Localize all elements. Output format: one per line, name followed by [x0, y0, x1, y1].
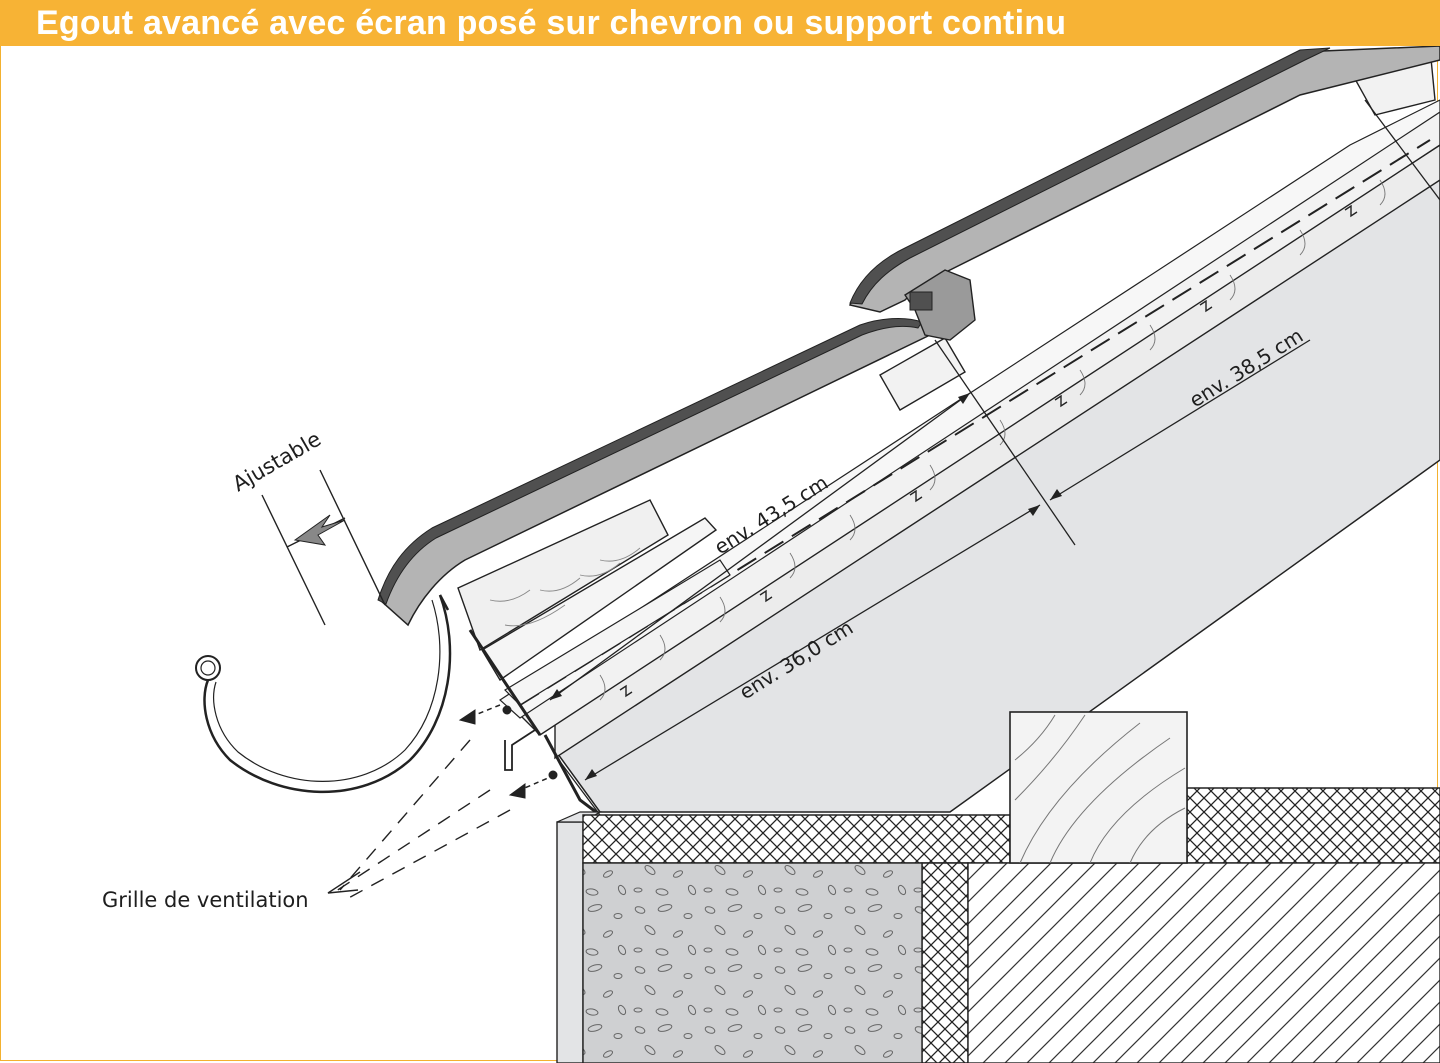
- tile-batten: [879, 337, 966, 411]
- insulation-band-top: [582, 814, 1011, 864]
- insulation-band-right: [1186, 787, 1440, 864]
- dimension-lines: [549, 99, 1440, 816]
- insulation-vertical: [921, 862, 969, 1063]
- ventilation-grille-label: Grille de ventilation: [102, 888, 309, 912]
- grille-leader-arrow: [327, 871, 361, 894]
- adjustable-dimension: [261, 469, 386, 626]
- tongue-notches: [619, 204, 1358, 698]
- brick-wall: [967, 862, 1440, 1063]
- tile-hook: [904, 269, 976, 341]
- wall-plate-grain: [1014, 714, 1186, 864]
- wall-plate: [1009, 711, 1188, 864]
- adjustable-label: Ajustable: [229, 427, 326, 497]
- gutter-inner: [213, 599, 441, 782]
- eaves-batten-2: [481, 517, 718, 682]
- roof-tile-upper-dark: [849, 47, 1331, 305]
- fascia-board: [556, 821, 584, 1063]
- underlay-screen: [553, 174, 1440, 813]
- gutter-bead-inner: [200, 660, 216, 676]
- gutter-hook: [438, 594, 450, 611]
- ventilation-arrows: [458, 704, 558, 799]
- page-title: Egout avancé avec écran posé sur chevron…: [36, 4, 1067, 42]
- eaves-batten-1: [457, 499, 669, 652]
- wood-grain: [599, 179, 1386, 701]
- adjustable-arrow-icon: [293, 514, 346, 546]
- roof-eaves-diagram: Ajustable env. 43,5 cm env. 38,5 cm env.…: [102, 46, 1440, 1063]
- ventilation-rays: [329, 739, 511, 901]
- roof-tile-lower-dark: [377, 317, 923, 605]
- eaves-comb: [468, 629, 542, 736]
- gutter: [203, 594, 452, 794]
- screen-end-flashing: [504, 729, 536, 771]
- eaves-batten-grain: [489, 547, 641, 627]
- sarking-board: [499, 99, 1440, 719]
- concrete-lintel: [582, 862, 923, 1063]
- dimension-arrowheads: [550, 393, 1062, 780]
- tile-hook-dark: [909, 291, 933, 311]
- gutter-bead: [195, 655, 221, 681]
- title-bar: Egout avancé avec écran posé sur chevron…: [0, 0, 1440, 46]
